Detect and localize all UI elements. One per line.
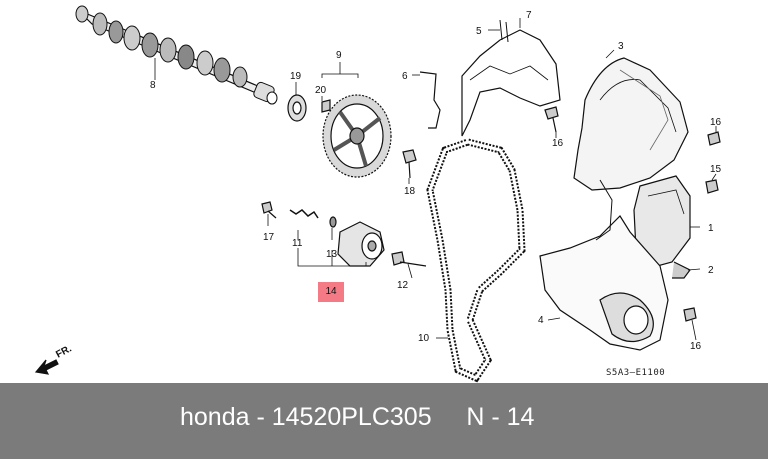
lower-back-cover-drawing <box>539 179 669 351</box>
tensioner-assembly-drawing <box>261 201 427 267</box>
callout-7: 7 <box>526 10 532 21</box>
callout-3: 3 <box>618 41 624 52</box>
callout-19: 19 <box>290 71 302 82</box>
callout-1: 1 <box>708 223 714 234</box>
part-number-caption: honda - 14520PLC305 N - 14 <box>180 403 535 431</box>
camshaft-pulley-drawing <box>322 94 392 178</box>
callout-12: 12 <box>397 280 409 291</box>
callout-4: 4 <box>538 315 544 326</box>
front-direction-arrow <box>34 359 59 375</box>
callout-5: 5 <box>476 26 482 37</box>
exploded-parts-diagram: 8 9 19 20 18 17 11 13 12 10 5 7 6 3 16 1… <box>34 5 722 383</box>
oil-seal-drawing <box>287 94 307 122</box>
callout-16-lower: 16 <box>690 341 702 352</box>
callout-2: 2 <box>708 265 714 276</box>
upper-timing-cover-drawing <box>573 57 689 191</box>
highlighted-part-callout[interactable]: 14 <box>318 282 344 302</box>
bolt-18-drawing <box>402 149 417 179</box>
front-arrow-label: FR. <box>54 343 74 360</box>
callout-16-upper: 16 <box>552 138 564 149</box>
lower-timing-cover-drawing <box>633 175 691 279</box>
callout-20: 20 <box>315 85 327 96</box>
callout-14: 14 <box>325 286 337 297</box>
callout-17: 17 <box>263 232 275 243</box>
camshaft-drawing <box>75 5 278 105</box>
callout-18: 18 <box>404 186 416 197</box>
callout-9: 9 <box>336 50 342 61</box>
callout-16-right: 16 <box>710 117 722 128</box>
callout-15: 15 <box>710 164 722 175</box>
upper-back-cover-drawing <box>419 19 561 137</box>
callout-8: 8 <box>150 80 156 91</box>
callout-6: 6 <box>402 71 408 82</box>
callout-11: 11 <box>292 238 303 249</box>
footer-bar <box>0 383 768 459</box>
timing-belt-drawing <box>426 138 526 383</box>
diagram-code: S5A3—E1100 <box>606 368 665 378</box>
callout-10: 10 <box>418 333 430 344</box>
callout-13: 13 <box>326 249 338 260</box>
